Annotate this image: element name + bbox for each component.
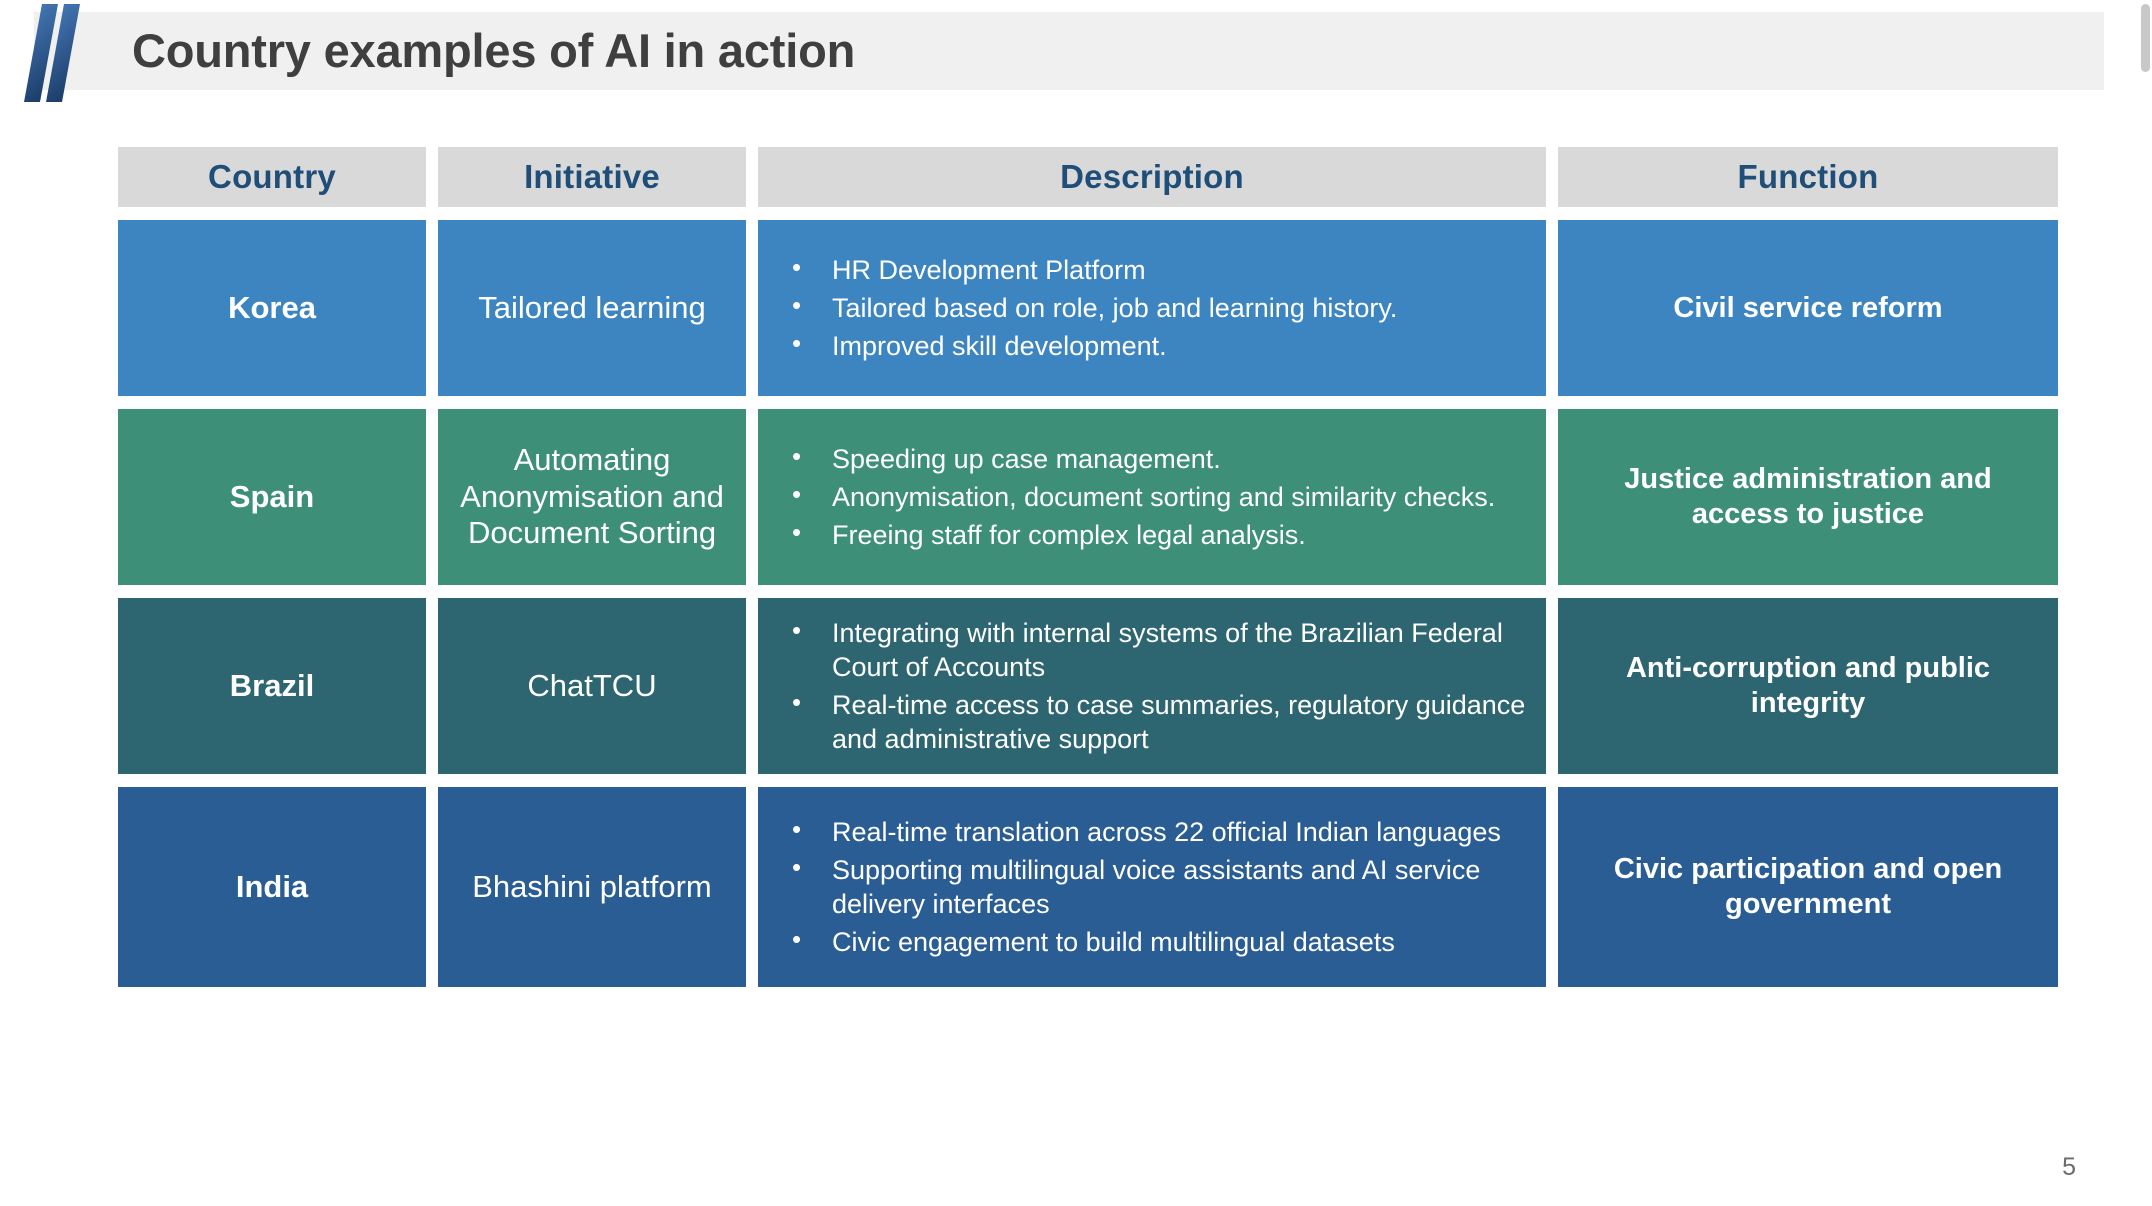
cell-initiative: Bhashini platform — [438, 787, 746, 987]
list-item: Freeing staff for complex legal analysis… — [776, 516, 1528, 552]
double-chevron-logo-icon — [24, 0, 96, 106]
cell-description: HR Development Platform Tailored based o… — [758, 220, 1546, 396]
list-item: Real-time access to case summaries, regu… — [776, 686, 1528, 756]
initiative-name: ChatTCU — [527, 667, 657, 703]
list-item: HR Development Platform — [776, 251, 1528, 287]
country-name: Korea — [228, 290, 316, 325]
cell-country: Spain — [118, 409, 426, 585]
list-item: Anonymisation, document sorting and simi… — [776, 478, 1528, 514]
function-name: Civic participation and open government — [1613, 853, 2003, 920]
list-item: Improved skill development. — [776, 327, 1528, 363]
list-item: Civic engagement to build multilingual d… — [776, 923, 1528, 959]
scrollbar-thumb[interactable] — [2141, 4, 2150, 72]
page-title: Country examples of AI in action — [132, 24, 856, 77]
initiative-name: Tailored learning — [478, 289, 706, 325]
list-item: Supporting multilingual voice assistants… — [776, 851, 1528, 921]
table-row: Brazil ChatTCU Integrating with internal… — [118, 598, 2058, 774]
table-row: India Bhashini platform Real-time transl… — [118, 787, 2058, 987]
cell-country: India — [118, 787, 426, 987]
cell-description: Integrating with internal systems of the… — [758, 598, 1546, 774]
cell-initiative: ChatTCU — [438, 598, 746, 774]
country-name: India — [235, 869, 309, 904]
function-name: Anti-corruption and public integrity — [1625, 652, 1991, 719]
column-header-initiative: Initiative — [438, 147, 746, 207]
cell-function: Anti-corruption and public integrity — [1558, 598, 2058, 774]
cell-function: Justice administration and access to jus… — [1558, 409, 2058, 585]
vertical-scrollbar[interactable] — [2138, 0, 2152, 1206]
table-header-row: Country Initiative Description Function — [118, 147, 2058, 207]
list-item: Speeding up case management. — [776, 440, 1528, 476]
column-header-country: Country — [118, 147, 426, 207]
list-item: Real-time translation across 22 official… — [776, 813, 1528, 849]
function-name: Civil service reform — [1673, 291, 1943, 324]
initiative-name: Bhashini platform — [472, 868, 712, 904]
title-bar — [34, 12, 2104, 90]
country-name: Brazil — [229, 668, 315, 703]
initiative-name: Automating Anonymisation and Document So… — [460, 442, 724, 551]
description-bullets: Integrating with internal systems of the… — [776, 614, 1528, 756]
list-item: Integrating with internal systems of the… — [776, 614, 1528, 684]
country-name: Spain — [229, 479, 315, 514]
cell-initiative: Tailored learning — [438, 220, 746, 396]
cell-initiative: Automating Anonymisation and Document So… — [438, 409, 746, 585]
column-header-function: Function — [1558, 147, 2058, 207]
table-row: Spain Automating Anonymisation and Docum… — [118, 409, 2058, 585]
column-header-description: Description — [758, 147, 1546, 207]
description-bullets: Speeding up case management. Anonymisati… — [776, 440, 1528, 552]
cell-description: Speeding up case management. Anonymisati… — [758, 409, 1546, 585]
cell-description: Real-time translation across 22 official… — [758, 787, 1546, 987]
description-bullets: Real-time translation across 22 official… — [776, 813, 1528, 959]
cell-function: Civic participation and open government — [1558, 787, 2058, 987]
table-row: Korea Tailored learning HR Development P… — [118, 220, 2058, 396]
list-item: Tailored based on role, job and learning… — [776, 289, 1528, 325]
function-name: Justice administration and access to jus… — [1624, 463, 1992, 530]
description-bullets: HR Development Platform Tailored based o… — [776, 251, 1528, 363]
cell-country: Korea — [118, 220, 426, 396]
cell-country: Brazil — [118, 598, 426, 774]
examples-table: Country Initiative Description Function … — [118, 147, 2058, 1000]
page-number: 5 — [2062, 1153, 2076, 1181]
cell-function: Civil service reform — [1558, 220, 2058, 396]
